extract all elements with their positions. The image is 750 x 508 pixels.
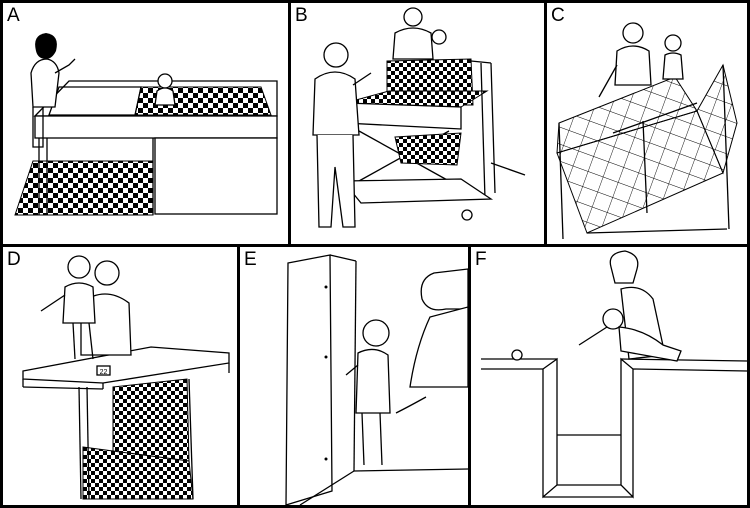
panel-label: D	[7, 249, 21, 270]
panel-a: A	[3, 3, 288, 244]
panel-e: E	[240, 247, 468, 505]
door-edge-illustration	[285, 254, 468, 505]
panel-d: D 22	[3, 247, 237, 505]
panel-label: F	[475, 249, 487, 270]
panel-f: F	[471, 247, 747, 505]
lift-apparatus-illustration	[312, 7, 526, 228]
panel-c: C	[547, 3, 747, 244]
panel-label: C	[551, 5, 565, 26]
gap-crossing-illustration	[481, 250, 747, 499]
panel-label: A	[7, 5, 20, 26]
panel-label: B	[295, 5, 308, 26]
step-number-tag: 22	[100, 369, 108, 376]
panel-b: B	[291, 3, 544, 244]
panel-label: E	[244, 249, 257, 270]
netted-ramp-illustration	[556, 22, 738, 240]
held-over-drop-illustration: 22	[22, 255, 230, 500]
visual-cliff-table-illustration	[14, 33, 278, 216]
